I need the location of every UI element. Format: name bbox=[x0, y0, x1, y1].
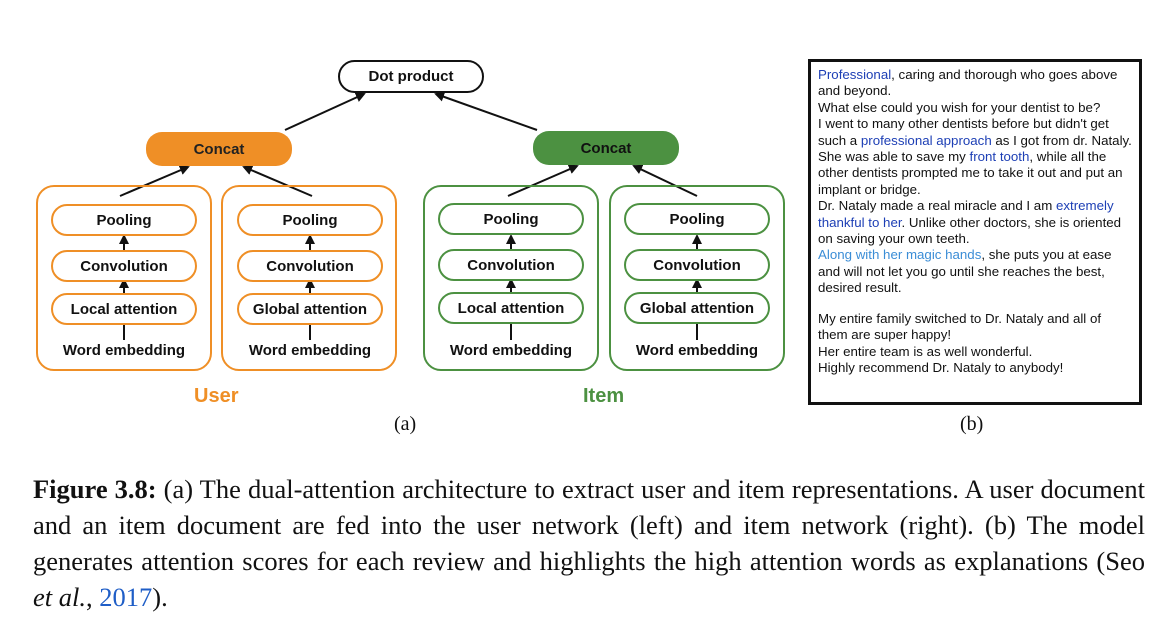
review-text: Dr. Nataly made a real miracle and I am bbox=[818, 198, 1056, 214]
subfigure-b-label: (b) bbox=[960, 413, 984, 435]
item-left-pooling: Pooling bbox=[438, 203, 584, 235]
review-text: She was able to save my bbox=[818, 149, 970, 165]
user-global-branch bbox=[221, 185, 397, 371]
user-right-convolution: Convolution bbox=[237, 250, 383, 282]
caption-closing: ). bbox=[152, 582, 168, 612]
highlighted-phrase: Along with her magic hands bbox=[818, 247, 982, 263]
highlighted-phrase: extremely thankful to her bbox=[818, 198, 1114, 230]
item-global-branch bbox=[609, 185, 785, 371]
item-right-convolution: Convolution bbox=[624, 249, 770, 281]
item-right-global-attention: Global attention bbox=[624, 292, 770, 324]
review-paragraph: What else could you wish for your dentis… bbox=[818, 99, 1101, 115]
review-paragraph: Highly recommend Dr. Nataly to anybody! bbox=[818, 359, 1064, 375]
citation-link[interactable]: 2017 bbox=[99, 582, 153, 612]
review-paragraph: Professional, caring and thorough who go… bbox=[818, 67, 1133, 100]
user-right-word-embedding: Word embedding bbox=[248, 341, 372, 359]
review-paragraph: I went to many other dentists before but… bbox=[818, 116, 1133, 149]
user-right-global-attention: Global attention bbox=[237, 293, 383, 325]
figure-caption: Figure 3.8: (a) The dual-attention archi… bbox=[33, 471, 1145, 615]
caption-et-al: et al. bbox=[33, 582, 86, 612]
item-concat-node: Concat bbox=[533, 131, 679, 165]
user-left-pooling: Pooling bbox=[51, 204, 197, 236]
review-text: , while all the other dentists prompted … bbox=[818, 149, 1123, 197]
user-left-convolution: Convolution bbox=[51, 250, 197, 282]
user-network-label: User bbox=[194, 385, 239, 407]
item-network-label: Item bbox=[583, 385, 625, 407]
arrow-item-concat-to-dot bbox=[434, 91, 538, 131]
paragraph-gap bbox=[818, 297, 1133, 311]
dual-attention-diagram: Dot product Concat Concat Pooling Convol… bbox=[0, 0, 800, 450]
caption-text: (a) The dual-attention architecture to e… bbox=[33, 474, 1145, 576]
item-right-pooling: Pooling bbox=[624, 203, 770, 235]
item-left-word-embedding: Word embedding bbox=[449, 341, 573, 359]
review-paragraph: She was able to save my front tooth, whi… bbox=[818, 149, 1133, 198]
review-paragraph: Her entire team is as well wonderful. bbox=[818, 343, 1033, 359]
arrow-user-left-to-concat bbox=[119, 165, 190, 197]
review-panel: Professional, caring and thorough who go… bbox=[808, 59, 1142, 405]
item-right-word-embedding: Word embedding bbox=[635, 341, 759, 359]
review-text: . Unlike other doctors, she is oriented … bbox=[818, 214, 1122, 247]
subfigure-a-label: (a) bbox=[394, 413, 417, 435]
review-paragraph: Along with her magic hands, she puts you… bbox=[818, 247, 1133, 296]
review-text: as I got from dr. Nataly. bbox=[991, 132, 1132, 148]
user-right-pooling: Pooling bbox=[237, 204, 383, 236]
review-text: , caring and thorough who goes above and… bbox=[818, 67, 1118, 99]
arrow-item-left-to-concat bbox=[507, 164, 579, 197]
arrow-user-right-to-concat bbox=[242, 165, 313, 197]
caption-comma: , bbox=[86, 582, 100, 612]
review-paragraph: Dr. Nataly made a real miracle and I am … bbox=[818, 198, 1133, 247]
user-local-branch bbox=[36, 185, 212, 371]
arrow-user-concat-to-dot bbox=[284, 92, 366, 131]
figure-number: Figure 3.8: bbox=[33, 474, 157, 504]
user-left-local-attention: Local attention bbox=[51, 293, 197, 325]
review-text: , she puts you at ease and will not let … bbox=[818, 247, 1112, 296]
item-left-local-attention: Local attention bbox=[438, 292, 584, 324]
review-text: I went to many other dentists before but… bbox=[818, 116, 1109, 148]
highlighted-phrase: Professional bbox=[818, 67, 892, 82]
highlighted-phrase: professional approach bbox=[860, 132, 992, 148]
item-local-branch bbox=[423, 185, 599, 371]
user-concat-node: Concat bbox=[146, 132, 292, 166]
item-left-convolution: Convolution bbox=[438, 249, 584, 281]
arrow-item-right-to-concat bbox=[632, 164, 698, 197]
user-left-word-embedding: Word embedding bbox=[62, 341, 186, 359]
highlighted-phrase: front tooth bbox=[969, 149, 1030, 165]
review-paragraph: My entire family switched to Dr. Nataly … bbox=[818, 310, 1102, 343]
dot-product-node: Dot product bbox=[338, 60, 484, 93]
